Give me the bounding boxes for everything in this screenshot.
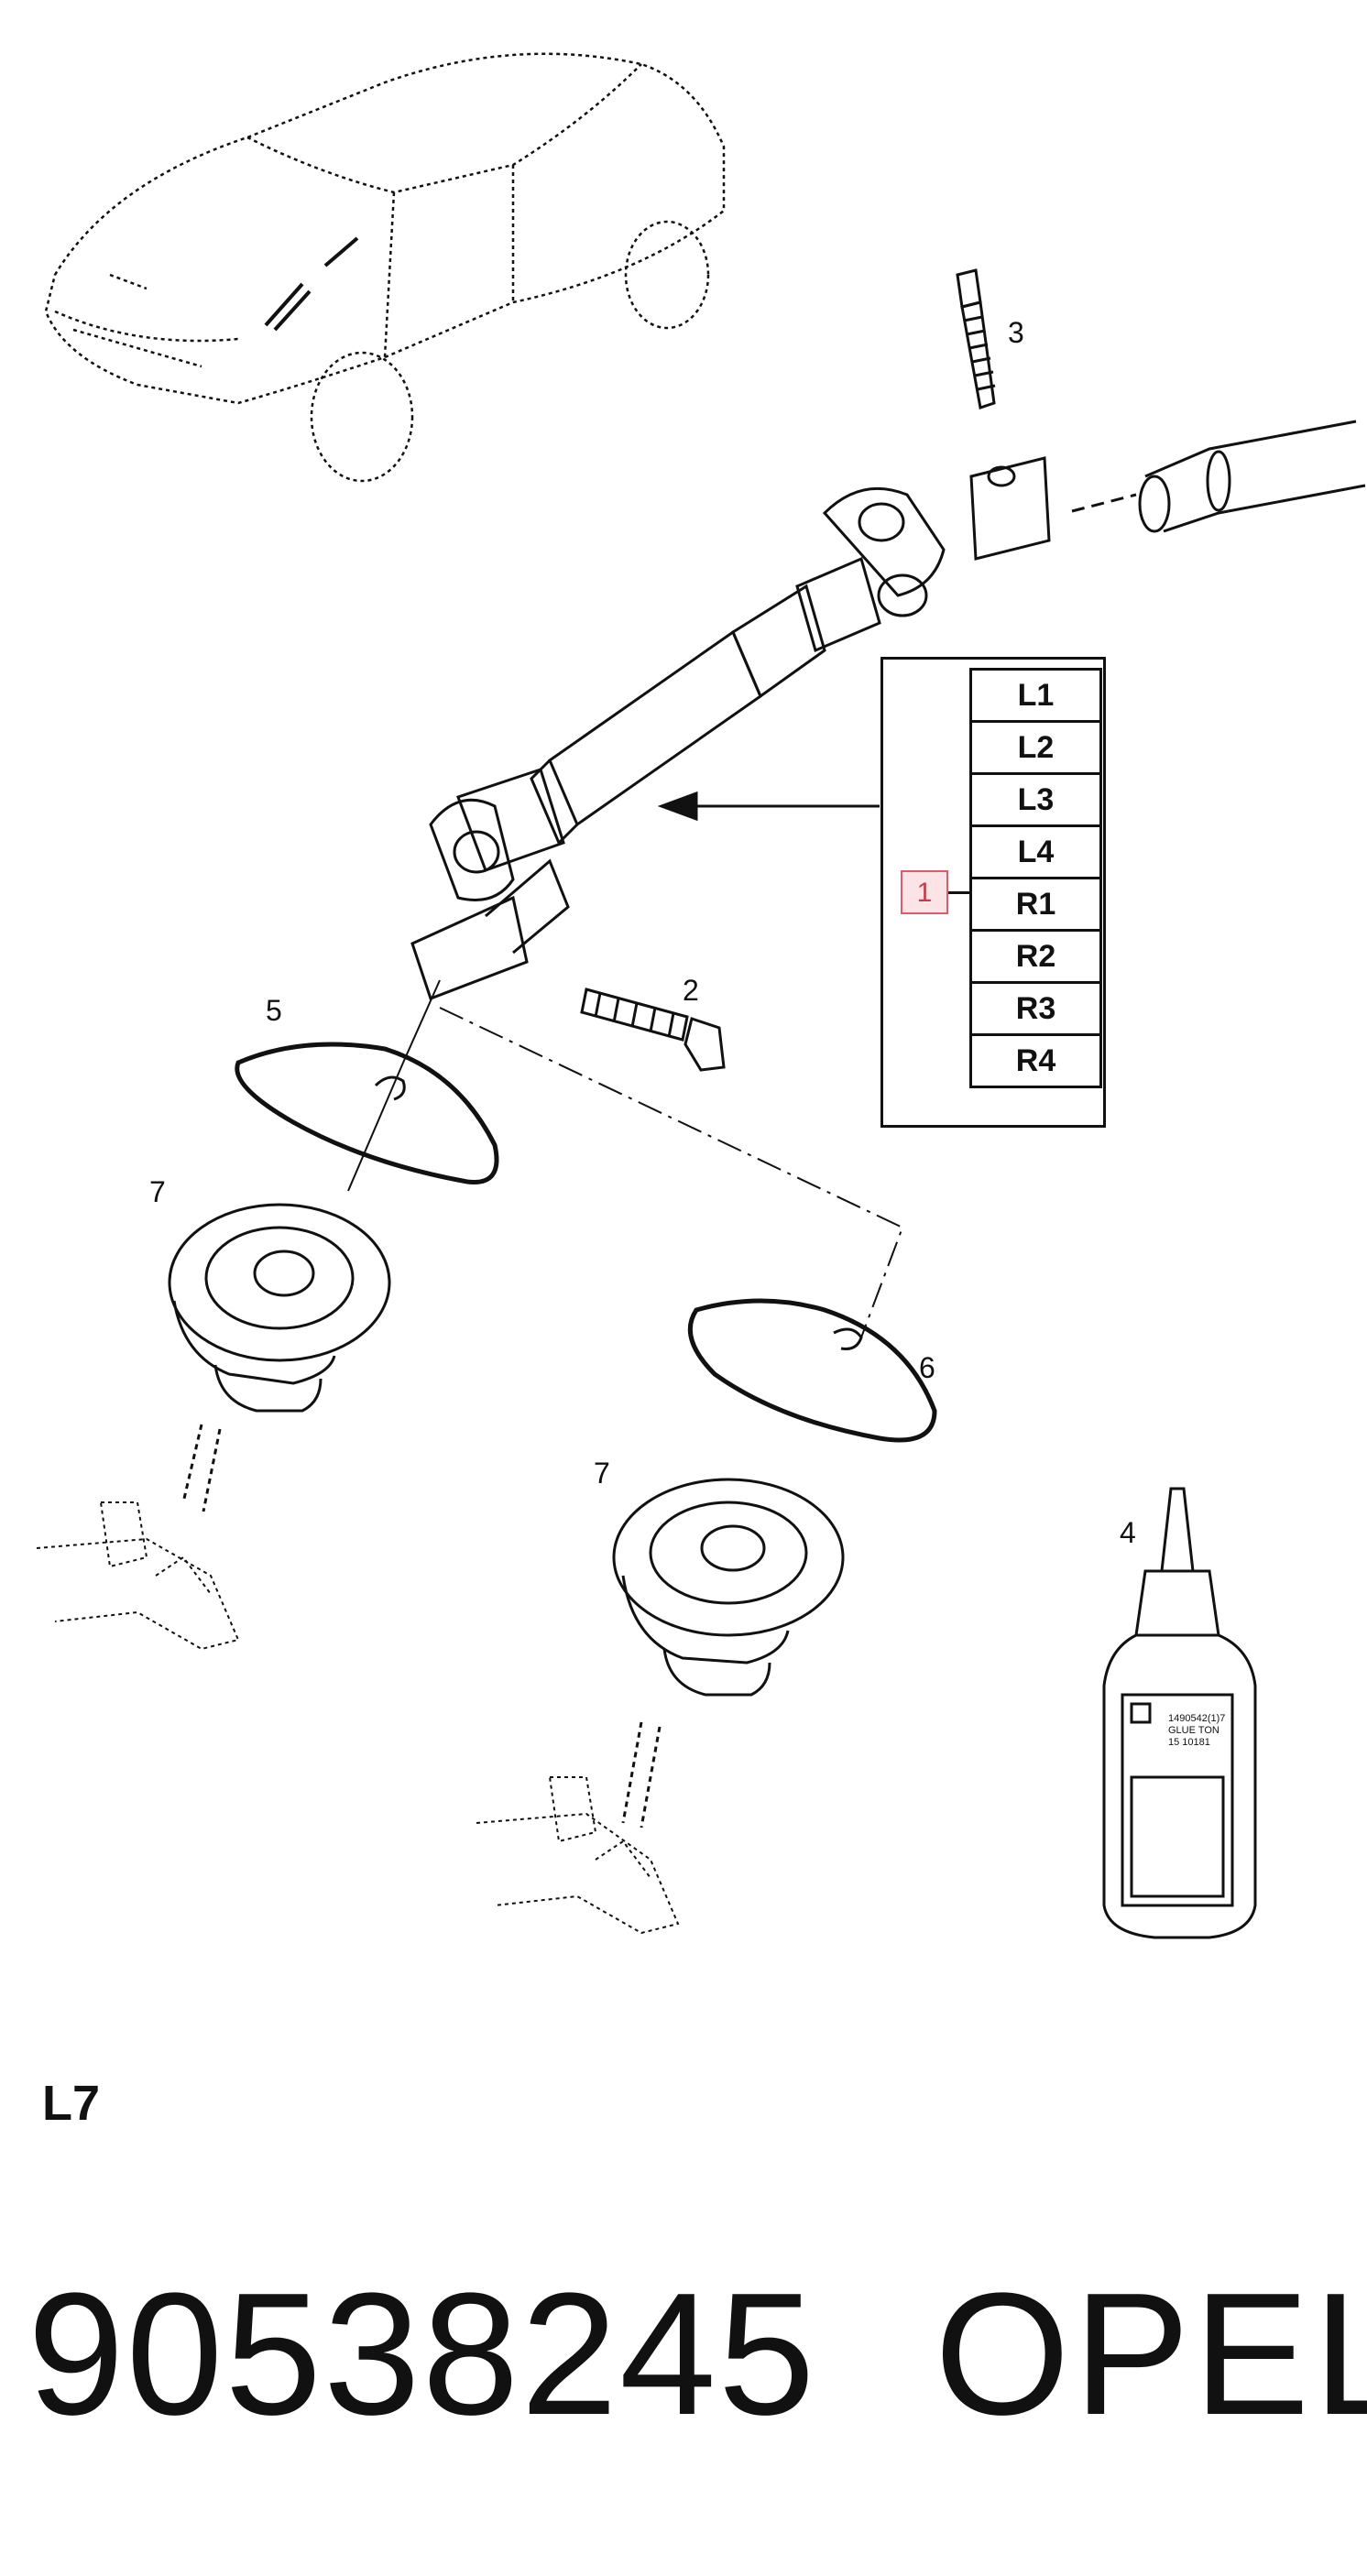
centre-line-right [439, 1007, 904, 1338]
callout-6: 6 [919, 1351, 935, 1384]
callout-4: 4 [1120, 1516, 1136, 1549]
bottle-label-line3: 15 10181 [1168, 1737, 1210, 1748]
variant-row: L3 [969, 772, 1102, 827]
variant-row: R1 [969, 877, 1102, 932]
adhesive-bottle-4 [1102, 1487, 1257, 1939]
car-steering-highlight [264, 236, 359, 332]
bolt-3 [956, 268, 996, 409]
callout-7-left: 7 [149, 1175, 166, 1208]
variant-cell: L2 [969, 720, 1102, 775]
marker-connector [948, 891, 970, 894]
variant-cell: R1 [969, 877, 1102, 932]
callout-7-right: 7 [594, 1457, 610, 1490]
steering-gear-right [476, 1776, 680, 1935]
gasket-6 [687, 1298, 937, 1443]
variant-row: L2 [969, 720, 1102, 775]
bottle-label-line2: GLUE TON [1168, 1725, 1219, 1736]
boot-7-left [168, 1203, 391, 1512]
column-tube [1071, 420, 1366, 533]
brand-name: OPEL [935, 2257, 1367, 2451]
arrow-head [657, 791, 698, 822]
variant-row: L4 [969, 824, 1102, 879]
variant-cell: R4 [969, 1033, 1102, 1088]
bolt-2 [580, 988, 726, 1072]
callout-3: 3 [1008, 316, 1024, 349]
variant-row: R4 [969, 1033, 1102, 1088]
centre-line-left [347, 979, 441, 1192]
gasket-5 [235, 1042, 499, 1184]
variant-cell: L1 [969, 668, 1102, 723]
part-number: 90538245 [27, 2257, 817, 2451]
steering-shaft [410, 456, 1051, 1000]
variant-row: L1 [969, 668, 1102, 723]
steering-gear-left [36, 1501, 240, 1651]
callout-5: 5 [266, 994, 282, 1027]
variant-cell: L3 [969, 772, 1102, 827]
exploded-parts-diagram [36, 52, 1366, 1939]
bottle-label-line1: 1490542(1)7 [1168, 1713, 1226, 1724]
variant-cell: R2 [969, 929, 1102, 984]
variant-row: R2 [969, 929, 1102, 984]
variant-cell: R3 [969, 981, 1102, 1036]
car-outline [44, 52, 726, 483]
variant-cell: L4 [969, 824, 1102, 879]
callout-1-marker: 1 [901, 870, 948, 914]
boot-7-right [612, 1478, 845, 1828]
view-code: L7 [42, 2076, 101, 2131]
variant-row: R3 [969, 981, 1102, 1036]
callout-2: 2 [683, 974, 699, 1007]
variant-frame [880, 657, 1106, 1128]
bottle-label: 1490542(1)7 GLUE TON 15 10181 [1168, 1713, 1225, 1749]
